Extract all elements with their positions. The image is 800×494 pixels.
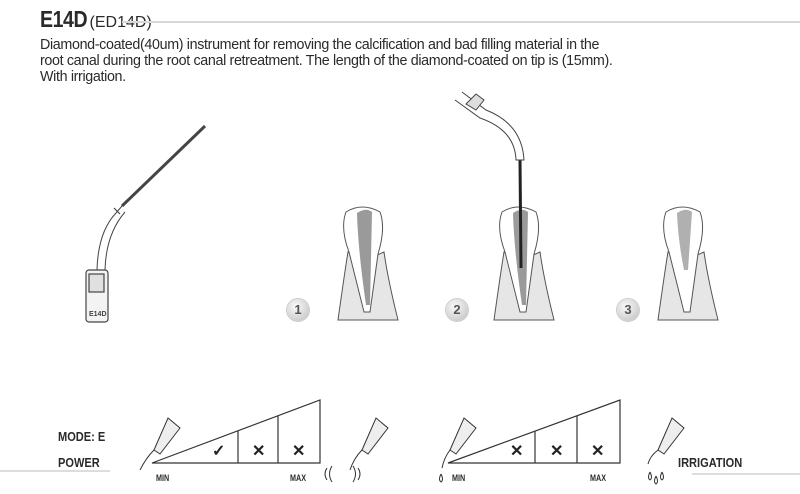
- step-number-1: 1: [287, 299, 309, 321]
- vibration-icon: [324, 465, 361, 483]
- tooth-3-illustration: [657, 206, 719, 321]
- power-level-1-check: ✓: [212, 443, 226, 460]
- step-number-3: 3: [617, 299, 639, 321]
- mode-label: MODE: E: [58, 429, 106, 444]
- power-label: POWER: [58, 455, 100, 470]
- irrigation-label: IRRIGATION: [678, 455, 743, 470]
- irrigation-level-2-cross: ✕: [550, 443, 564, 460]
- power-max-label: MAX: [290, 473, 306, 483]
- power-scale: [151, 399, 321, 464]
- irrigation-level-1-cross: ✕: [510, 443, 524, 460]
- irrigation-scale: [447, 399, 621, 464]
- step-number-2: 2: [446, 299, 468, 321]
- instrument-engraving: E14D: [89, 311, 107, 318]
- product-alt-code: (ED14D): [89, 14, 152, 31]
- description-line: With irrigation.: [40, 69, 126, 85]
- description-line: root canal during the root canal retreat…: [40, 53, 613, 69]
- tooth-1-illustration: [337, 206, 399, 321]
- product-description: Diamond-coated(40um) instrument for remo…: [40, 37, 800, 85]
- tooth-2-illustration: [454, 91, 555, 321]
- title-divider: [122, 21, 800, 23]
- power-level-3-cross: ✕: [292, 443, 306, 460]
- instrument-tip-illustration: [85, 124, 207, 323]
- water-drop-icon: [439, 471, 664, 485]
- product-code: E14D: [40, 6, 88, 32]
- description-line: Diamond-coated(40um) instrument for remo…: [40, 37, 600, 53]
- power-level-2-cross: ✕: [252, 443, 266, 460]
- power-min-label: MIN: [156, 473, 170, 483]
- irrigation-max-label: MAX: [590, 473, 606, 483]
- irrigation-min-label: MIN: [452, 473, 466, 483]
- handpiece-icon: [139, 417, 685, 471]
- product-title: E14D(ED14D): [40, 6, 152, 33]
- irrigation-level-3-cross: ✕: [591, 443, 605, 460]
